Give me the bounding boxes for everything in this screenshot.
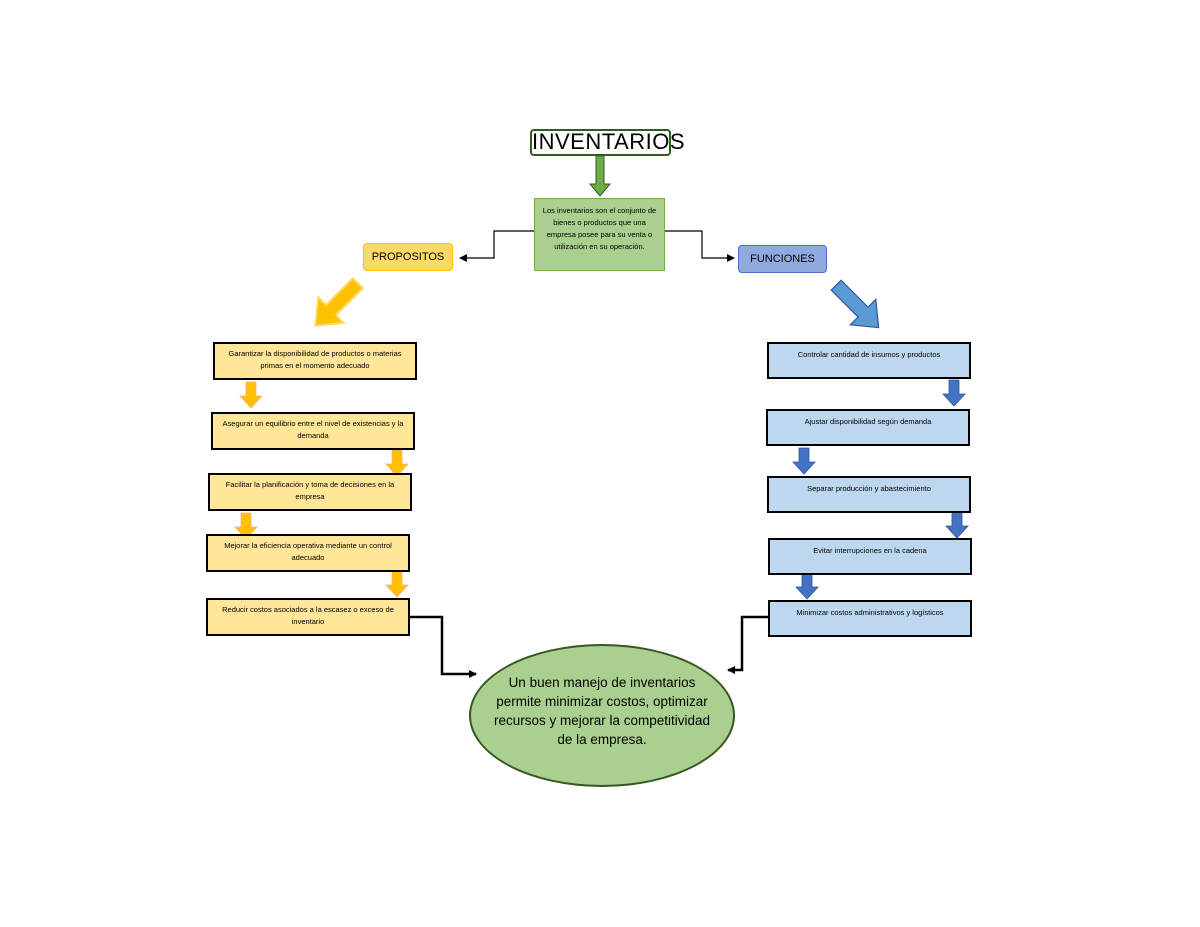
purposes-step-arrow-1: [239, 381, 263, 409]
purpose-box-4: Mejorar la eficiencia operativa mediante…: [206, 534, 410, 572]
conclusion-ellipse: Un buen manejo de inventarios permite mi…: [469, 644, 735, 787]
definition-to-functions-connector: [665, 230, 735, 262]
functions-step-arrow-1: [942, 379, 966, 407]
purpose-text-1: Garantizar la disponibilidad de producto…: [228, 349, 402, 370]
conclusion-text: Un buen manejo de inventarios permite mi…: [493, 674, 711, 747]
function-text-3: Separar producción y abastecimiento: [807, 484, 931, 493]
function-box-3: Separar producción y abastecimiento: [767, 476, 971, 513]
purpose-box-3: Facilitar la planificación y toma de dec…: [208, 473, 412, 511]
functions-step-arrow-2: [792, 447, 816, 475]
definition-box: Los inventarios son el conjunto de biene…: [534, 198, 665, 271]
purpose-box-5: Reducir costos asociados a la escasez o …: [206, 598, 410, 636]
definition-to-purposes-connector: [459, 230, 534, 262]
purpose-text-3: Facilitar la planificación y toma de dec…: [225, 480, 395, 501]
diagram-title: INVENTARIOS: [530, 129, 686, 156]
functions-step-arrow-4: [795, 572, 819, 600]
function-text-5: Minimizar costos administrativos y logís…: [796, 608, 944, 617]
title-down-arrow: [588, 155, 612, 197]
functions-label: FUNCIONES: [738, 245, 827, 273]
function-text-4: Evitar interrupciones en la cadena: [813, 546, 927, 555]
purposes-step-arrow-2: [385, 449, 409, 477]
purpose-text-2: Asegurar un equilibrio entre el nivel de…: [222, 419, 404, 440]
function-text-2: Ajustar disponibilidad según demanda: [804, 417, 932, 426]
purpose-box-2: Asegurar un equilibrio entre el nivel de…: [211, 412, 415, 450]
functions-to-conclusion-connector: [727, 615, 768, 674]
functions-step-arrow-3: [945, 511, 969, 539]
purposes-to-conclusion-connector: [410, 615, 477, 678]
purpose-box-1: Garantizar la disponibilidad de producto…: [213, 342, 417, 380]
purpose-text-4: Mejorar la eficiencia operativa mediante…: [224, 541, 392, 562]
function-box-4: Evitar interrupciones en la cadena: [768, 538, 972, 575]
functions-diagonal-arrow: [830, 279, 880, 329]
function-text-1: Controlar cantidad de insumos y producto…: [797, 350, 941, 359]
purposes-step-arrow-4: [385, 570, 409, 598]
purposes-label: PROPOSITOS: [363, 243, 453, 271]
purposes-step-arrow-3: [234, 512, 258, 540]
function-box-2: Ajustar disponibilidad según demanda: [766, 409, 970, 446]
purposes-diagonal-arrow: [314, 276, 365, 327]
function-box-1: Controlar cantidad de insumos y producto…: [767, 342, 971, 379]
purpose-text-5: Reducir costos asociados a la escasez o …: [222, 605, 394, 626]
function-box-5: Minimizar costos administrativos y logís…: [768, 600, 972, 637]
